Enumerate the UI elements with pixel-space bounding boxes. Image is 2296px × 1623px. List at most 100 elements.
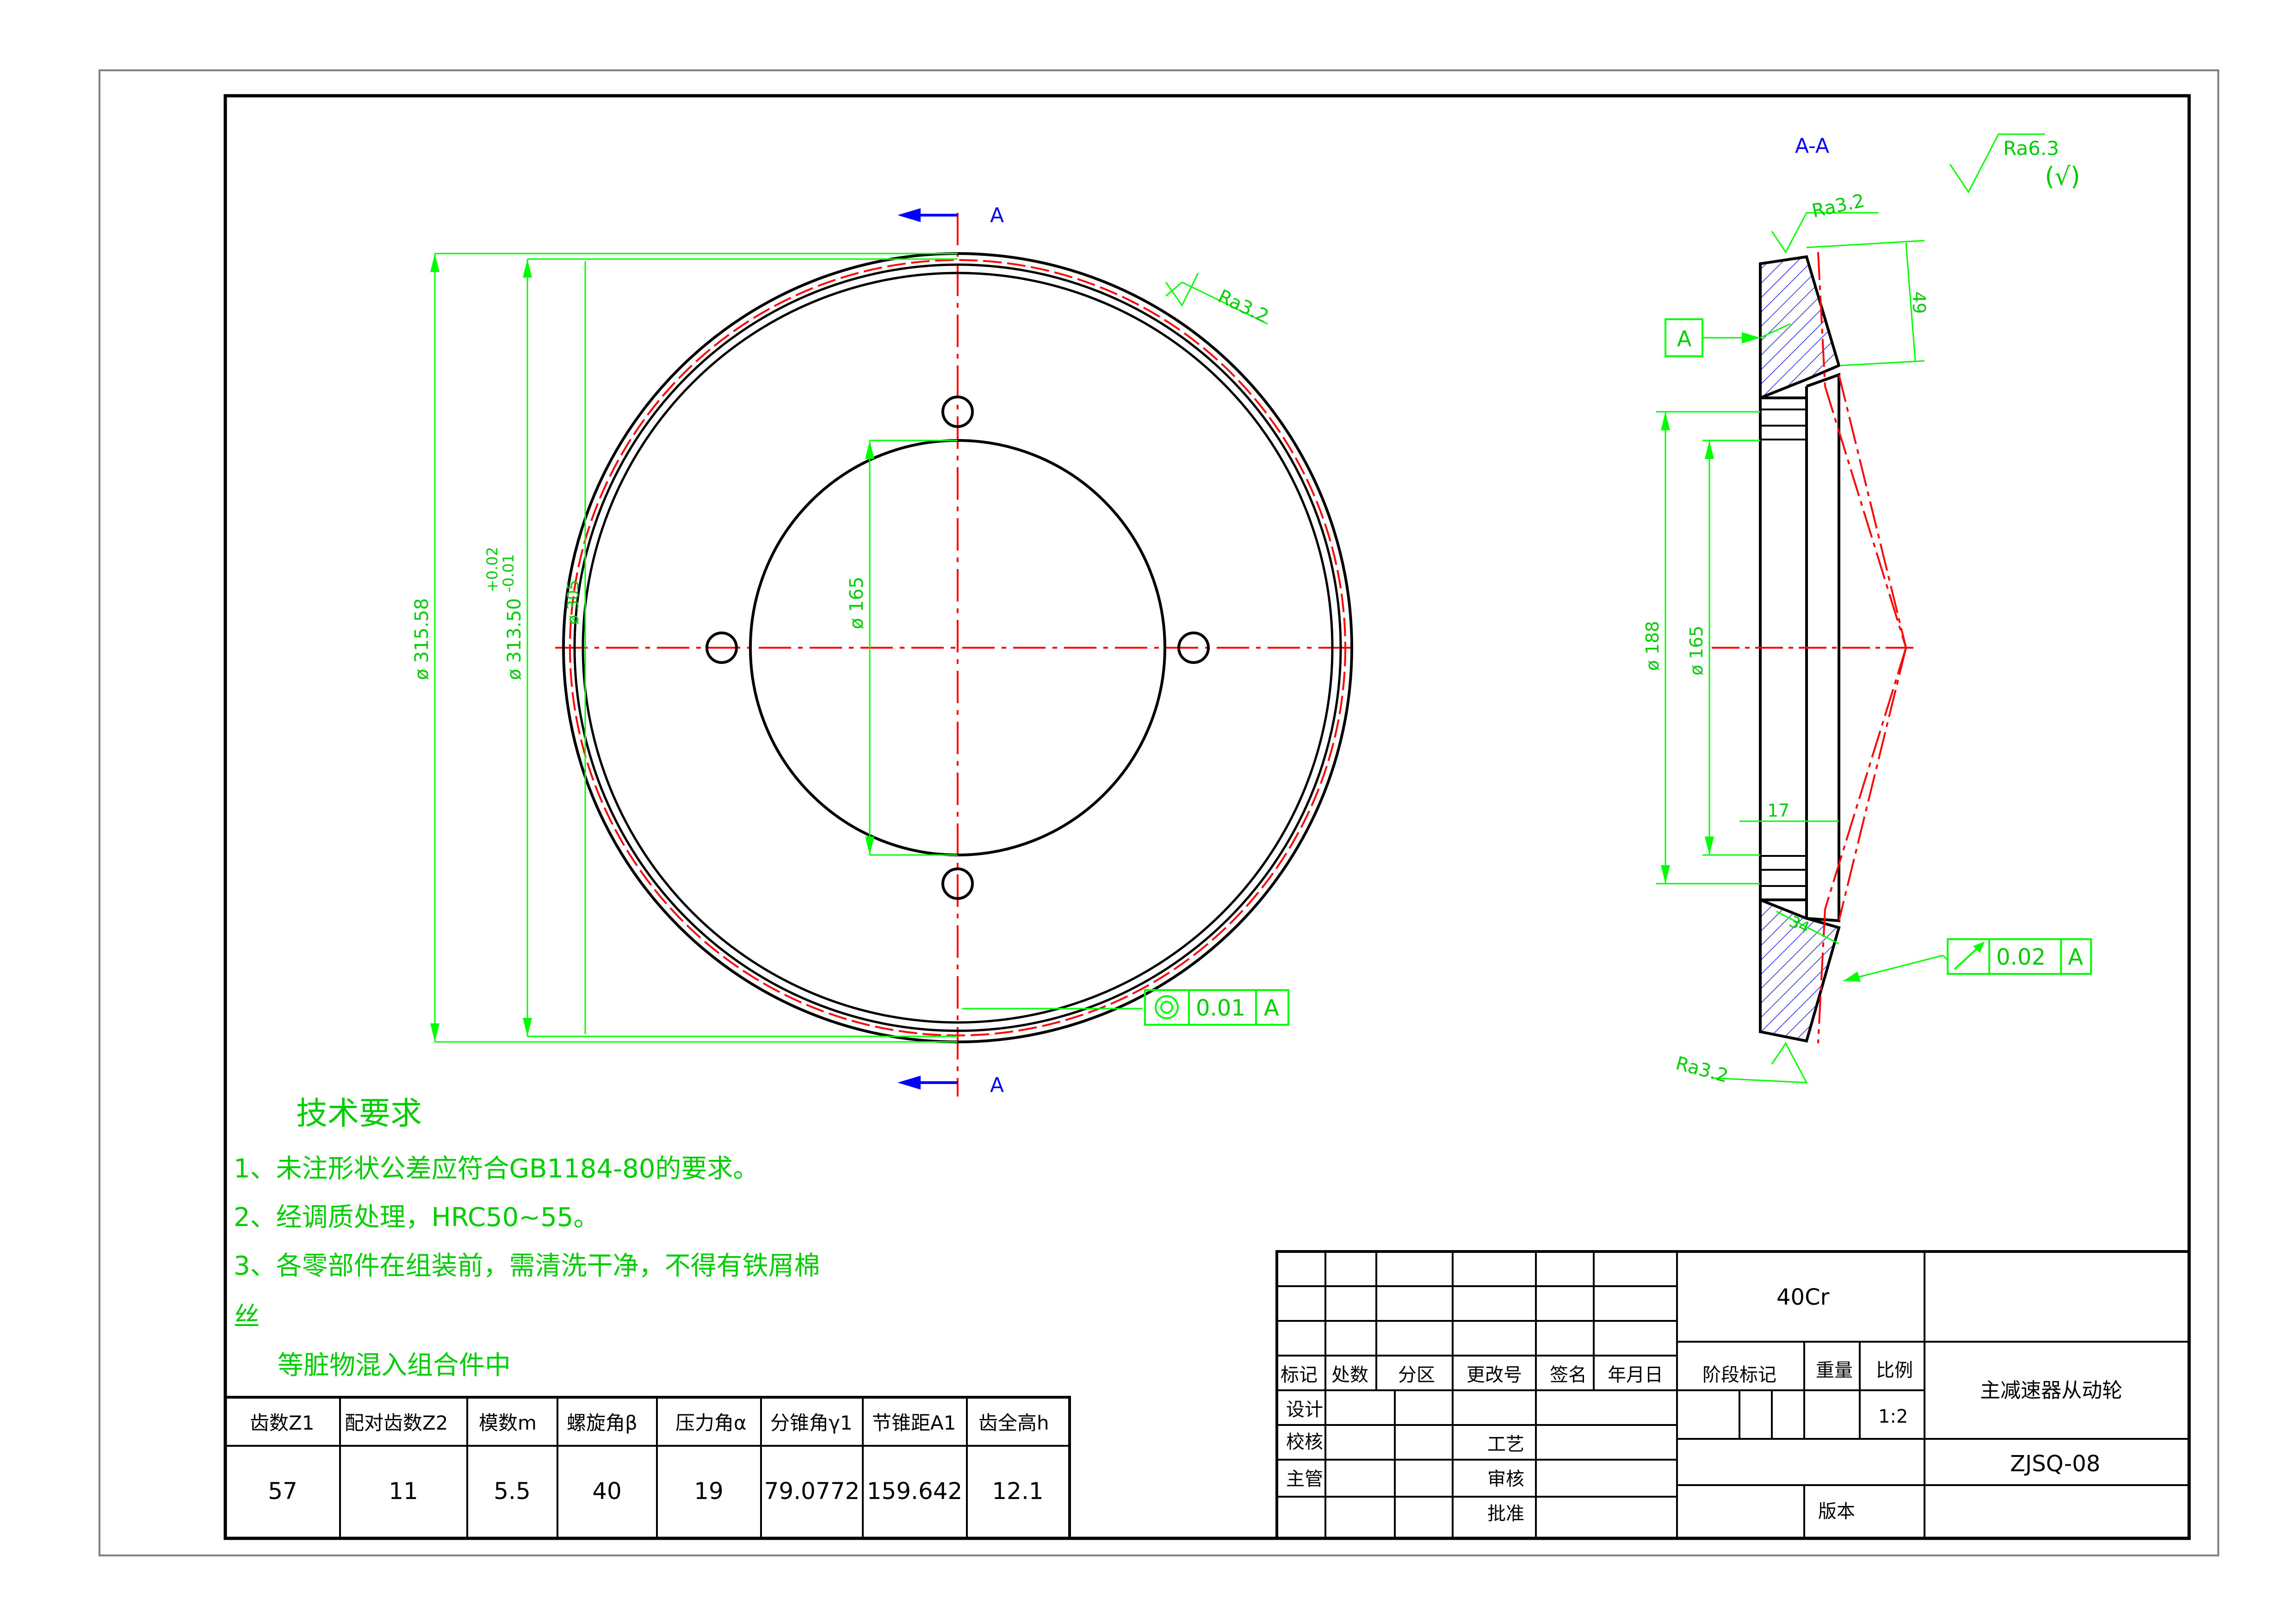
bolt-hole-right bbox=[1177, 632, 1210, 664]
material-text: 40Cr bbox=[1776, 1284, 1830, 1310]
section-cone-face bbox=[1806, 372, 1840, 923]
roughness-symbol-front bbox=[1165, 273, 1199, 307]
param-value-beta: 40 bbox=[592, 1478, 622, 1505]
param-value-z2: 11 bbox=[389, 1478, 418, 1505]
drawing-number: ZJSQ-08 bbox=[2010, 1451, 2100, 1477]
inner-border bbox=[223, 94, 2191, 1540]
param-header-a1: 节锥距A1 bbox=[872, 1412, 956, 1434]
front-view: A A ø 315.58 ø 313. bbox=[411, 204, 1355, 1097]
dim-outer-diameter: ø 315.58 bbox=[411, 598, 433, 680]
roughness-default-paren: (√) bbox=[2045, 162, 2080, 191]
param-value-a1: 159.642 bbox=[867, 1478, 963, 1505]
stage-label: 阶段标记 bbox=[1702, 1364, 1776, 1386]
rev-header-count: 处数 bbox=[1331, 1364, 1368, 1386]
section-arrowhead-bottom bbox=[897, 1076, 921, 1090]
dim-188: ø 188 bbox=[1642, 621, 1663, 671]
section-label-bottom: A bbox=[990, 1073, 1004, 1097]
weight-label: 重量 bbox=[1816, 1360, 1853, 1381]
gear-ring-2 bbox=[573, 263, 1342, 1032]
approve-row-approve: 批准 bbox=[1487, 1503, 1524, 1524]
runout-frame-section: 0.02 A bbox=[1947, 938, 2092, 975]
section-rim-lower bbox=[1759, 898, 1841, 1043]
dim-tolerance-upper: +0.02 bbox=[483, 547, 501, 592]
sign-row-manager: 主管 bbox=[1286, 1468, 1323, 1490]
technical-requirements: 技术要求 1、未注形状公差应符合GB1184-80的要求。 2、经调质处理，HR… bbox=[234, 1096, 820, 1381]
rev-header-change-no: 更改号 bbox=[1467, 1364, 1522, 1386]
roughness-bottom-symbol bbox=[1711, 1042, 1808, 1084]
rev-header-sign: 签名 bbox=[1550, 1364, 1587, 1386]
param-value-m: 5.5 bbox=[494, 1478, 531, 1505]
param-header-m: 模数m bbox=[479, 1412, 537, 1434]
scale-value: 1:2 bbox=[1878, 1406, 1908, 1427]
gear-parameter-table: 齿数Z1 配对齿数Z2 模数m 螺旋角β 压力角α 分锥角γ1 节锥距A1 齿全… bbox=[224, 1396, 1071, 1540]
roughness-front-label: Ra3.2 bbox=[1215, 285, 1272, 327]
tech-req-title: 技术要求 bbox=[296, 1096, 422, 1132]
roughness-default-label: Ra6.3 bbox=[2003, 137, 2059, 160]
param-value-h: 12.1 bbox=[992, 1478, 1043, 1505]
bolt-hole-bottom bbox=[941, 867, 974, 900]
roughness-top-label: Ra3.2 bbox=[1810, 190, 1867, 222]
section-bolt-holes bbox=[1760, 409, 1807, 887]
param-value-z1: 57 bbox=[268, 1478, 297, 1505]
dim-small-diameter: ø 305 bbox=[564, 580, 582, 625]
section-rim-upper bbox=[1759, 255, 1841, 400]
param-header-h: 齿全高h bbox=[978, 1412, 1049, 1434]
datum-a-label: A bbox=[1677, 326, 1692, 351]
section-web bbox=[1759, 396, 1808, 901]
param-value-alpha: 19 bbox=[694, 1478, 724, 1505]
dim-49: 49 bbox=[1909, 291, 1929, 314]
param-header-z2: 配对齿数Z2 bbox=[345, 1412, 448, 1434]
tech-req-item-5: 等脏物混入组合件中 bbox=[278, 1350, 511, 1381]
runout-section-datum: A bbox=[2068, 944, 2083, 970]
roughness-bottom-label: Ra3.2 bbox=[1673, 1053, 1730, 1087]
runout-frame-front: 0.01 A bbox=[1144, 989, 1289, 1026]
version-label: 版本 bbox=[1818, 1501, 1855, 1522]
tech-req-item-4: 丝 bbox=[234, 1302, 260, 1332]
runout-section-value: 0.02 bbox=[1996, 944, 2046, 970]
param-header-alpha: 压力角α bbox=[675, 1412, 747, 1434]
rev-header-mark: 标记 bbox=[1281, 1364, 1318, 1386]
gear-ring-3 bbox=[582, 272, 1334, 1024]
dim-165-section: ø 165 bbox=[1686, 626, 1707, 675]
outer-border bbox=[99, 69, 2219, 1556]
roughness-default-symbol bbox=[1949, 133, 2045, 193]
param-header-gamma: 分锥角γ1 bbox=[770, 1412, 853, 1434]
approve-row-review: 审核 bbox=[1487, 1468, 1524, 1490]
section-cone-centerlines bbox=[1817, 252, 1907, 1044]
section-dimension-lines bbox=[1656, 240, 1949, 982]
concentricity-icon bbox=[1155, 995, 1179, 1019]
section-title: A-A bbox=[1795, 134, 1829, 158]
param-value-gamma: 79.0772 bbox=[764, 1478, 860, 1505]
rev-header-date: 年月日 bbox=[1608, 1364, 1663, 1386]
runout-front-value: 0.01 bbox=[1196, 995, 1245, 1021]
dim-bore-diameter: ø 165 bbox=[846, 576, 867, 629]
section-dimension-arrowheads bbox=[1661, 332, 1861, 982]
tech-req-item-2: 2、经调质处理，HRC50~55。 bbox=[234, 1202, 599, 1233]
part-name: 主减速器从动轮 bbox=[1980, 1379, 2123, 1402]
gear-pitch-circle bbox=[569, 259, 1346, 1036]
section-label-top: A bbox=[990, 204, 1004, 227]
front-dimension-arrowheads bbox=[430, 254, 874, 1042]
param-header-beta: 螺旋角β bbox=[567, 1412, 637, 1434]
tech-req-item-3: 3、各零部件在组装前，需清洗干净，不得有铁屑棉 bbox=[234, 1251, 820, 1281]
bolt-hole-top bbox=[941, 396, 974, 428]
title-block: 标记 处数 分区 更改号 签名 年月日 设计 校核 主管 工艺 审核 批准 阶段… bbox=[1275, 1250, 2191, 1540]
section-arrowhead-top bbox=[897, 208, 921, 222]
sign-row-design: 设计 bbox=[1286, 1399, 1323, 1420]
scale-label: 比例 bbox=[1876, 1360, 1913, 1381]
sign-row-check: 校核 bbox=[1286, 1431, 1323, 1453]
dim-mid-diameter: ø 313.50 bbox=[504, 598, 525, 680]
dim-tolerance-lower: -0.01 bbox=[500, 554, 517, 592]
param-header-z1: 齿数Z1 bbox=[250, 1412, 315, 1434]
bolt-hole-left bbox=[706, 632, 738, 664]
front-dimension-lines bbox=[434, 253, 1268, 1043]
dim-17: 17 bbox=[1767, 800, 1789, 821]
roughness-top-symbol bbox=[1771, 212, 1878, 254]
section-view: A-A Ra6.3 (√) bbox=[1642, 133, 2092, 1087]
tech-req-item-1: 1、未注形状公差应符合GB1184-80的要求。 bbox=[234, 1154, 759, 1184]
rev-header-zone: 分区 bbox=[1398, 1364, 1435, 1386]
approve-row-process: 工艺 bbox=[1487, 1434, 1524, 1455]
runout-front-datum: A bbox=[1264, 995, 1279, 1021]
